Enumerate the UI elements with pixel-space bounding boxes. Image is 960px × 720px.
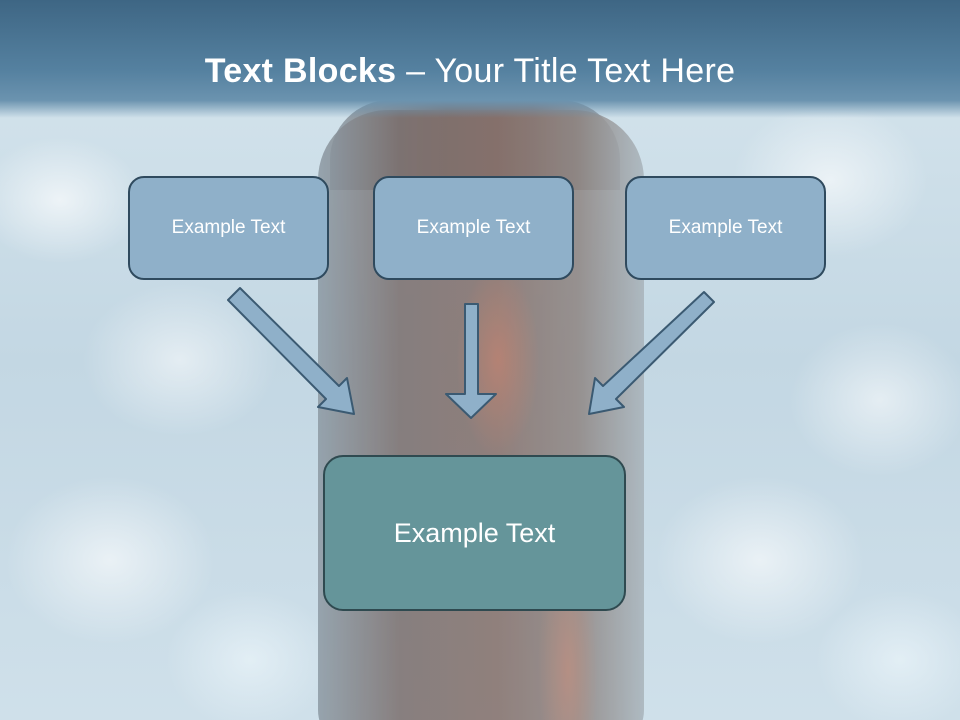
title-rest: Your Title Text Here: [434, 52, 736, 90]
text-block-right-label: Example Text: [668, 217, 783, 238]
arrow-down-icon: [445, 303, 497, 419]
text-block-left-label: Example Text: [171, 217, 286, 238]
arrow-right-icon: [588, 291, 715, 415]
text-block-result-label: Example Text: [393, 517, 556, 548]
title-dash: –: [396, 52, 435, 90]
text-block-left[interactable]: Example Text: [128, 176, 329, 280]
text-block-result[interactable]: Example Text: [323, 455, 626, 611]
text-block-center[interactable]: Example Text: [373, 176, 574, 280]
text-block-center-label: Example Text: [416, 217, 531, 238]
title-band: [0, 0, 960, 118]
text-block-right[interactable]: Example Text: [625, 176, 826, 280]
slide-title: Text Blocks – Your Title Text Here: [0, 52, 940, 91]
arrow-left-icon: [227, 287, 355, 415]
title-bold: Text Blocks: [204, 52, 397, 90]
